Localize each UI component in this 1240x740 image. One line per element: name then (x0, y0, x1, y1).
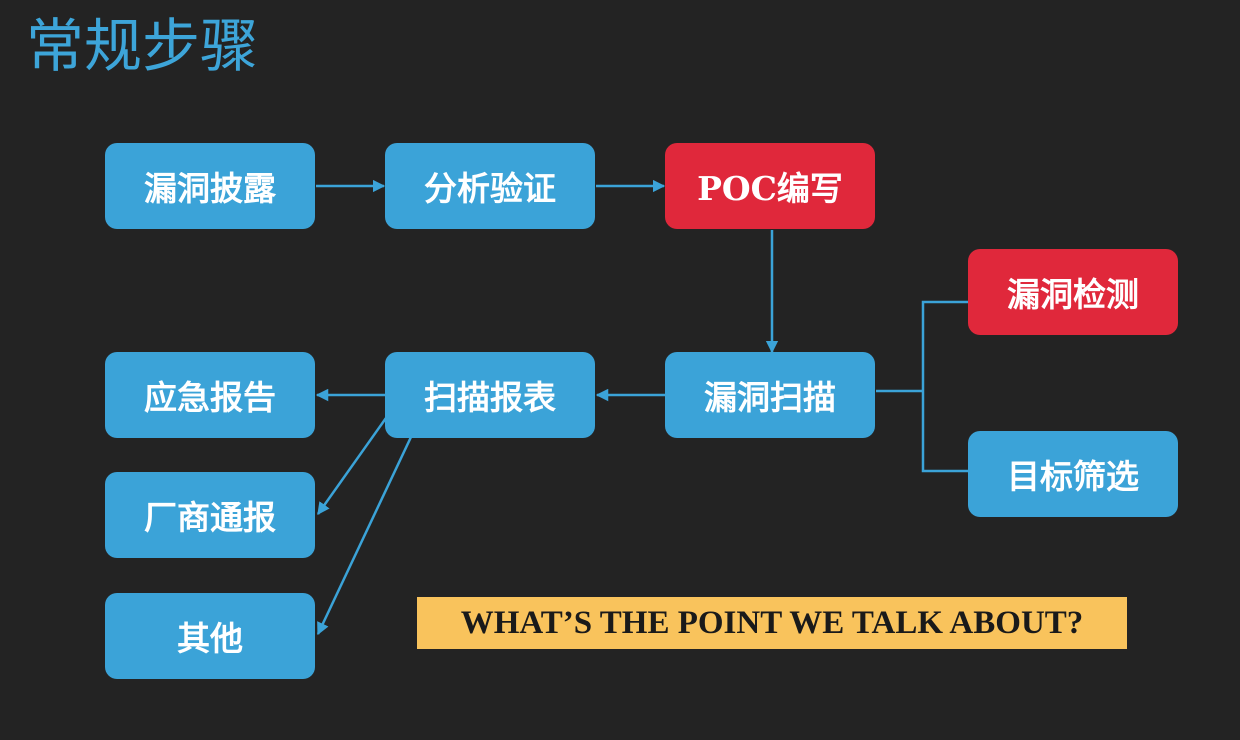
node-other: 其他 (105, 593, 315, 679)
node-emergency: 应急报告 (105, 352, 315, 438)
node-disclosure: 漏洞披露 (105, 143, 315, 229)
bracket-to-detection (921, 300, 968, 473)
node-scan: 漏洞扫描 (665, 352, 875, 438)
arrow-report-to-other (316, 436, 413, 636)
node-poc: POC编写 (665, 143, 875, 229)
slide-title: 常规步骤 (26, 12, 259, 80)
node-report-table: 扫描报表 (385, 352, 595, 438)
node-analysis: 分析验证 (385, 143, 595, 229)
node-detection: 漏洞检测 (968, 249, 1178, 335)
node-target: 目标筛选 (968, 431, 1178, 517)
question-banner: WHAT’S THE POINT WE TALK ABOUT? (417, 597, 1127, 649)
node-vendor: 厂商通报 (105, 472, 315, 558)
arrow-report-to-vendor (316, 417, 388, 516)
